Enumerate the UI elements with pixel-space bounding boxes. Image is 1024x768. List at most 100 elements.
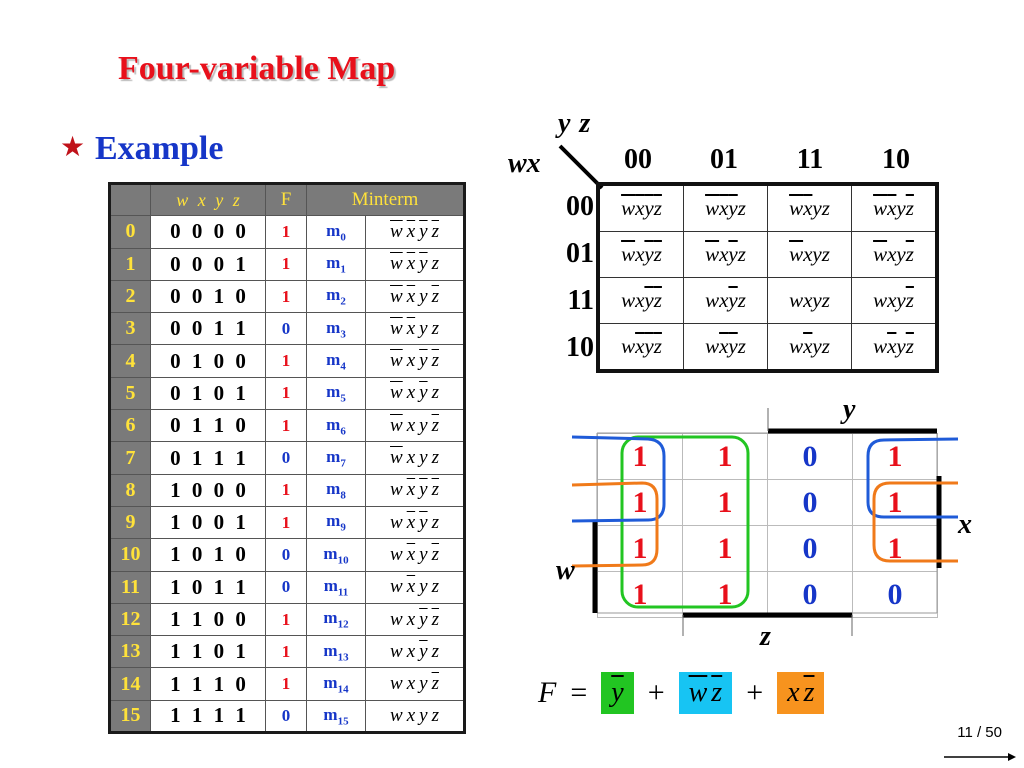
equation-term-y-bar: y [601,672,634,714]
bit-z: 1 [235,639,246,664]
f-value: 1 [265,215,307,249]
bit-z: 0 [235,607,246,631]
minterm-label: m5 [306,376,366,411]
minterm-letter: m [323,543,338,563]
bit-z: 1 [235,251,246,276]
kmap1-literal-x: x [887,334,897,358]
minterm-label: m13 [306,635,366,669]
kmap1-literal-z: z [653,288,662,312]
minterm-subscript: 0 [340,231,346,244]
equation-plus: + [746,676,764,709]
bit-y: 1 [213,703,225,728]
bit-x: 0 [191,284,203,309]
header-var-y: y [215,189,224,210]
f-value: 1 [265,247,307,281]
minterm-subscript: 9 [340,521,346,534]
bit-y: 0 [213,639,225,664]
kmap1-column-variable-label: y z [558,108,591,139]
minterm-subscript: 6 [340,424,346,437]
kmap1-literal-z: z [905,196,914,220]
literal-x: x [406,673,416,695]
f-value: 1 [265,635,307,669]
kmap1-literal-x: x [887,288,897,312]
bit-z: 1 [235,316,246,341]
kmap1-literal-y: y [812,334,822,358]
f-value: 0 [265,312,307,346]
minterm-label: m14 [306,667,366,701]
minterm-subscript: 11 [337,586,349,599]
kmap1-literal-w: w [621,334,636,358]
literal-x: x [406,382,416,404]
kmap1-literal-w: w [705,334,720,358]
f-value: 0 [265,570,307,604]
page-number-underline [944,753,1016,761]
minterm-letter: m [323,672,338,692]
literal-w: w [390,285,403,307]
bit-x: 1 [191,380,203,405]
literal-z: z [431,543,439,565]
kmap1-literal-y: y [644,242,654,266]
kmap1-literal-z: z [737,334,746,358]
header-f: F [265,182,307,217]
bit-w: 0 [170,348,181,373]
f-value: 1 [265,505,307,540]
literal-y: y [419,576,428,598]
minterm-letter: m [323,640,338,660]
kmap1-cell: wxyz [683,323,768,372]
row-index: 2 [109,279,151,314]
row-index: 14 [109,667,151,701]
kmap1-literal-x: x [719,334,729,358]
header-variables: w x y z [150,182,266,217]
kmap2-label-y: y [843,394,856,425]
kmap1-literal-x: x [635,288,645,312]
row-bits: 1 0 1 0 [150,538,266,572]
kmap1-literal-w: w [705,288,720,312]
minterm-subscript: 14 [337,683,349,696]
bit-x: 0 [191,477,203,502]
kmap1-literal-z: z [737,196,746,220]
literal-x: x [406,511,416,533]
literal-w: w [390,447,403,469]
kmap1-literal-y: y [896,242,906,266]
row-index: 8 [109,473,151,507]
kmap2-cell: 1 [597,571,683,618]
bit-w: 0 [170,445,181,470]
literal-x: x [406,479,416,501]
row-bits: 0 1 1 0 [150,409,266,443]
kmap1-literal-w: w [873,334,888,358]
minterm-letter: m [326,317,341,337]
row-index: 6 [109,409,151,443]
bit-w: 0 [170,316,181,341]
literal-z: z [431,382,439,404]
bit-y: 1 [213,542,225,567]
minterm-letter: m [326,414,341,434]
kmap1-literal-z: z [737,242,746,266]
f-value: 1 [265,473,307,507]
literal-x: x [406,414,416,436]
header-var-z: z [232,189,240,210]
literal-x: x [406,543,416,565]
minterm-label: m8 [306,473,366,507]
kmap1-literal-z: z [821,196,830,220]
literal-z: z [431,285,439,307]
kmap2-cell: 1 [852,479,938,526]
bit-y: 0 [213,380,225,405]
bit-z: 1 [235,510,246,535]
literal-z: z [431,704,439,726]
kmap1-literal-z: z [653,196,662,220]
literal-y: y [419,479,428,501]
minterm-label: m4 [306,344,366,378]
